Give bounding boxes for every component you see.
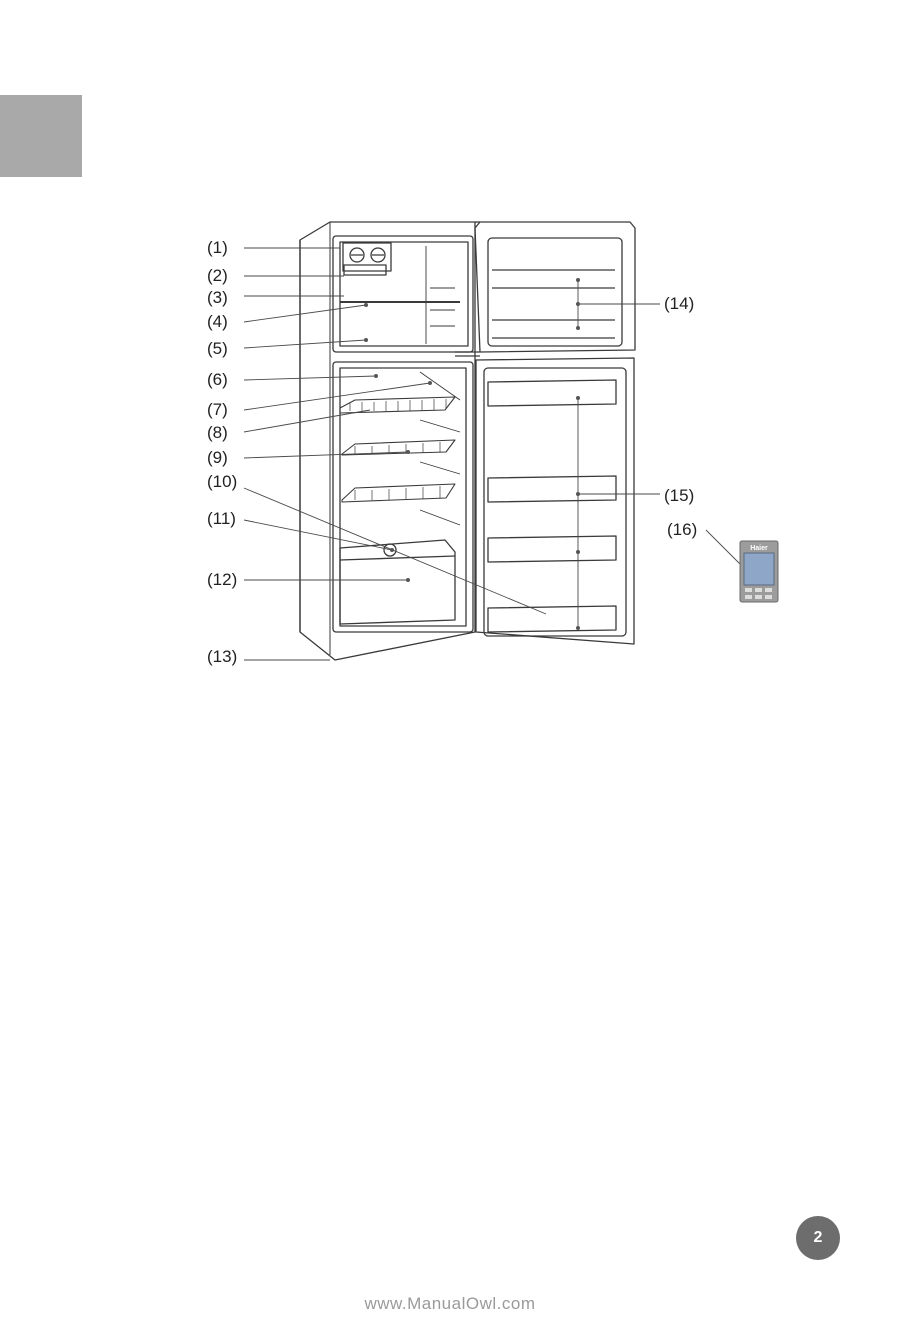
cabinet-outline	[299, 221, 480, 661]
fridge-door	[475, 357, 635, 645]
section-tab	[0, 95, 82, 177]
page-number: 2	[796, 1216, 840, 1260]
fridge-compartment	[332, 361, 474, 633]
callout-3: (3)	[207, 288, 228, 307]
callout-9: (9)	[207, 448, 228, 467]
callout-12: (12)	[207, 570, 238, 589]
callout-11: (11)	[207, 509, 236, 528]
ice-tray-icons	[342, 242, 392, 276]
panel-brand: Haier	[750, 545, 768, 552]
crisper-drawer	[339, 539, 456, 625]
callout-16: (16)	[667, 520, 698, 539]
callout-4: (4)	[207, 312, 228, 331]
callout-8: (8)	[207, 423, 228, 442]
callout-1: (1)	[207, 238, 228, 257]
watermark: www.ManualOwl.com	[364, 1294, 536, 1313]
callout-10: (10)	[207, 472, 238, 491]
control-panel-icon	[739, 540, 779, 603]
wire-shelves	[339, 396, 456, 503]
callout-6: (6)	[207, 370, 228, 389]
freezer-compartment	[332, 235, 474, 353]
callout-15: (15)	[664, 486, 695, 505]
freezer-door	[455, 221, 636, 357]
callout-2: (2)	[207, 266, 228, 285]
callout-5: (5)	[207, 339, 228, 358]
callout-13: (13)	[207, 647, 238, 666]
callout-14: (14)	[664, 294, 695, 313]
leader-lines	[243, 247, 743, 661]
leader-dots	[364, 278, 580, 630]
callout-7: (7)	[207, 400, 228, 419]
